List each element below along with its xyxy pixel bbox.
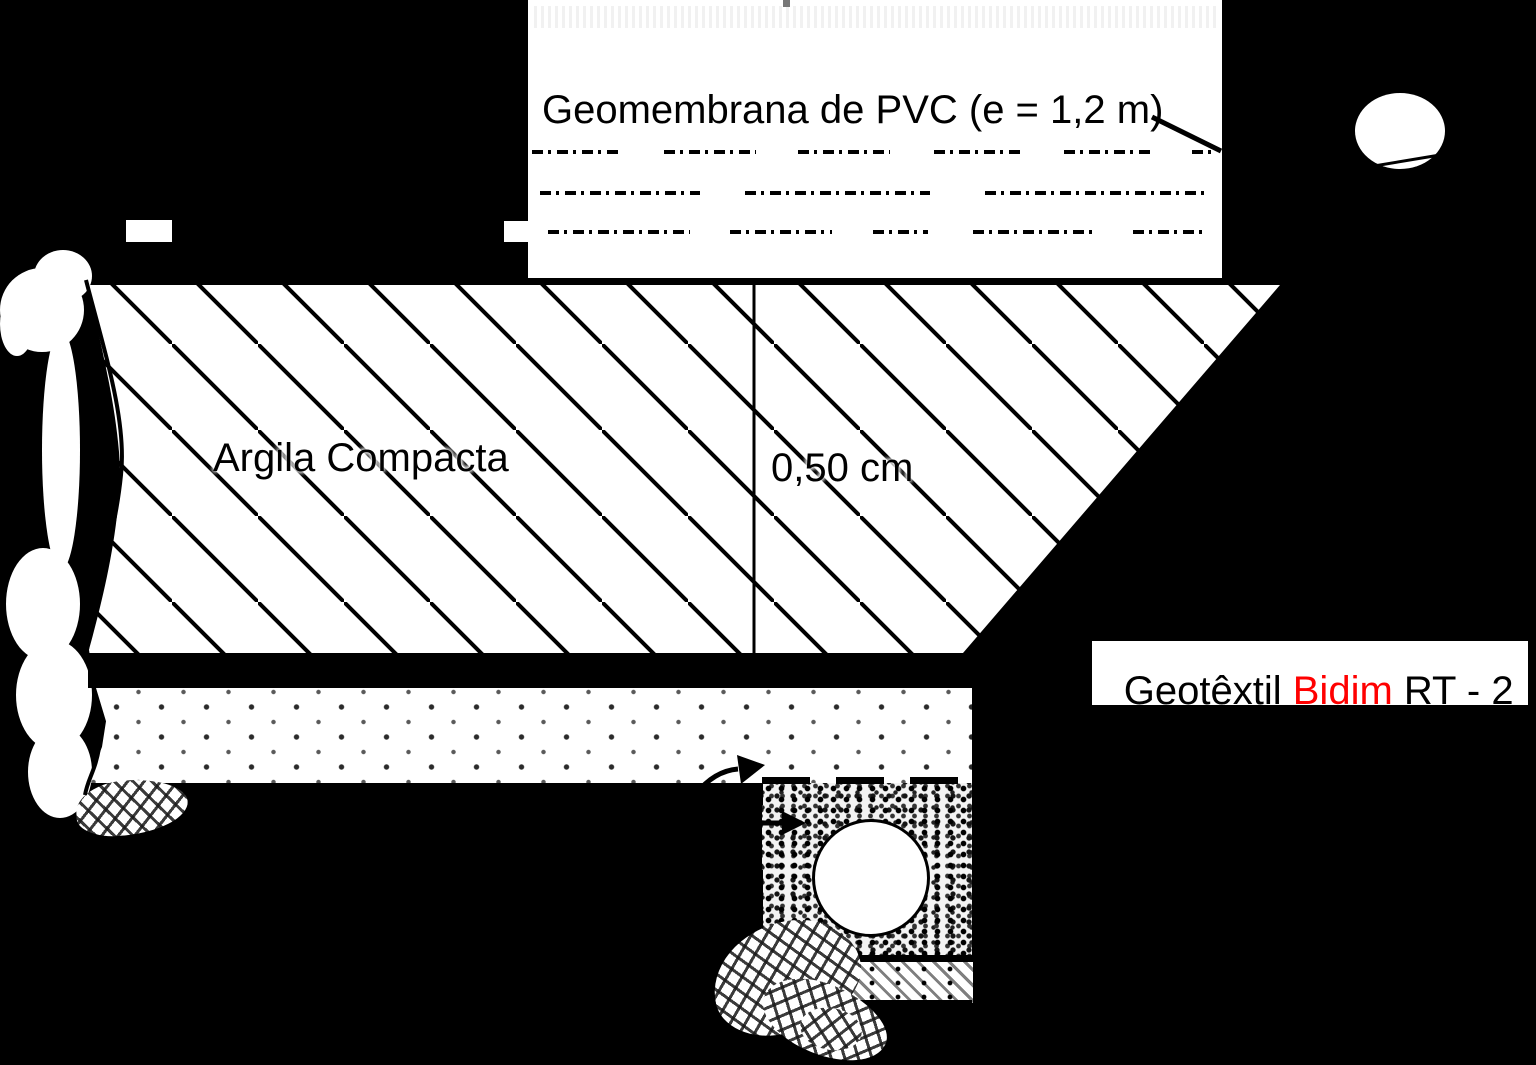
torn-edge-cloud <box>0 292 34 356</box>
torn-edge-line <box>83 279 124 796</box>
clay-label: Argila Compacta <box>213 436 509 480</box>
geotextile-label-box: Geotêxtil Bidim RT - 2 <box>1092 641 1528 713</box>
trench-dash-left-2 <box>757 870 763 955</box>
membrane-dashdot-row-1 <box>532 150 1222 154</box>
geotextile-label-prefix: Geotêxtil <box>1123 669 1293 713</box>
membrane-panel-top-tick <box>783 0 790 7</box>
flow-arrow-curved <box>694 766 739 796</box>
torn-edge-cloud <box>42 330 80 570</box>
clay-trapezoid <box>88 285 1280 653</box>
flow-arrow-straight-head <box>782 811 806 835</box>
stray-white-rect <box>126 220 172 242</box>
detail-balloon <box>1355 93 1445 169</box>
sand-layer <box>88 688 972 783</box>
geotextile-label-brand: Bidim <box>1292 669 1393 713</box>
torn-edge-cloud <box>34 250 92 302</box>
membrane-panel-notch <box>504 221 530 242</box>
trench-dashed-top <box>762 777 972 784</box>
membrane-dashdot-row-2 <box>540 191 1224 195</box>
geotextile-label-suffix: RT - 2 <box>1392 669 1514 713</box>
trench-dashed-bottom <box>756 955 972 963</box>
membrane-leader-line <box>1150 114 1223 154</box>
geomembrane-band <box>88 653 972 688</box>
wrap-band-bottom-line <box>790 1000 972 1005</box>
membrane-panel-faint-texture <box>534 6 1218 28</box>
flow-arrow-curved-head <box>737 755 765 784</box>
trench-dash-left-1 <box>757 783 763 805</box>
detail-balloon-line <box>1337 151 1453 174</box>
geomembrane-label: Geomembrana de PVC (e = 1,2 m) <box>542 88 1164 132</box>
membrane-dashdot-row-3 <box>548 230 1224 234</box>
clay-thickness-label: 0,50 cm <box>771 446 914 490</box>
drain-pipe-circle <box>812 819 930 937</box>
